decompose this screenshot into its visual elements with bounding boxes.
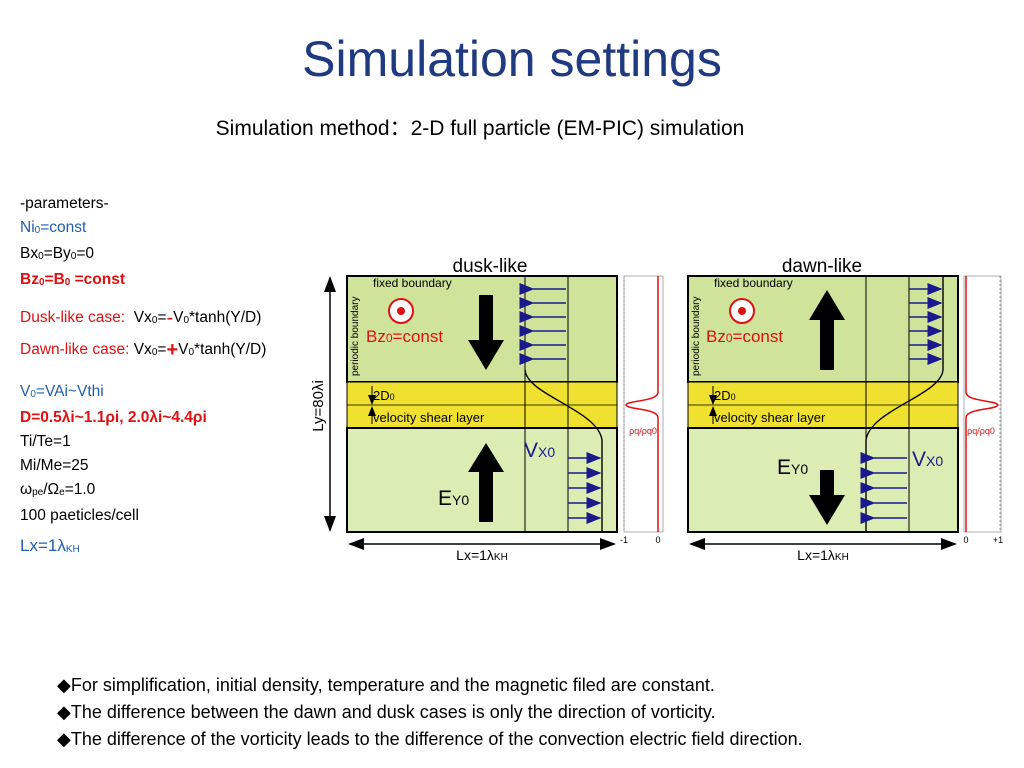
dawn-bz-label: Bz0=const [706,327,783,346]
param-bz: Bz0=B0 =const [20,271,126,288]
param-ni: Ni0=const [20,219,87,236]
dawn-down-arrow-icon [809,470,845,525]
param-bx-by: Bx0=By0=0 [20,245,95,262]
param-ti-te: Ti/Te=1 [20,433,71,450]
dawn-rho-label: ρq/ρq0 [967,426,995,436]
param-particles: 100 paeticles/cell [20,507,139,524]
param-d: D=0.5λi~1.1ρi, 2.0λi~4.4ρi [20,409,207,426]
dawn-shear-label: velocity shear layer [714,410,826,425]
dawn-velocity-profile [865,276,944,532]
dusk-down-arrow-icon [468,295,504,370]
dawn-density-profile [965,276,999,532]
dusk-shear-label: velocity shear layer [373,410,485,425]
parameters-list: -parameters- Ni0=const Bx0=By0=0 Bz0=B0 … [20,192,320,561]
param-dusk-case: Dusk-like case: Vx0=-V0*tanh(Y/D) [20,307,262,329]
dusk-ly-label: Ly=80λi [310,380,327,432]
dawn-title: dawn-like [782,256,862,277]
dusk-axis-left: -1 [620,535,628,545]
dawn-vx-label: VX0 [912,448,943,471]
dawn-velocity-arrows [860,283,943,524]
dusk-bz-label: Bz0=const [366,327,443,346]
dusk-title: dusk-like [453,256,528,277]
dusk-velocity-arrows [519,283,602,524]
dawn-axis-left: 0 [963,535,968,545]
dawn-fixed-boundary: fixed boundary [714,276,793,290]
dusk-2d0: 2D0 [373,388,395,403]
note-item: ◆For simplification, initial density, te… [57,675,715,695]
dusk-panel: dusk-like fixed boundary periodic bounda… [310,256,664,563]
param-mi-me: Mi/Me=25 [20,457,89,474]
dusk-vx-label: VX0 [524,439,555,462]
dusk-lx-label: Lx=1λKH [456,547,508,563]
dusk-ey-label: EY0 [438,487,469,510]
dusk-velocity-profile [524,369,603,532]
slide-subtitle: Simulation method：2-D full particle (EM-… [215,117,745,140]
dusk-density-profile [625,276,659,532]
note-item: ◆The difference of the vorticity leads t… [57,729,803,749]
dawn-panel: dawn-like fixed boundary periodic bounda… [687,256,1003,563]
param-dawn-case: Dawn-like case: Vx0=+V0*tanh(Y/D) [20,339,267,361]
parameters-header: -parameters- [20,195,109,212]
notes-list: ◆For simplification, initial density, te… [57,672,803,753]
param-lx: Lx=1λKH [20,536,80,555]
dawn-ey-label: EY0 [777,456,808,479]
dusk-fixed-boundary: fixed boundary [373,276,452,290]
dawn-up-arrow-icon [809,290,845,370]
dusk-periodic-boundary: periodic boundary [350,297,361,377]
dawn-lx-label: Lx=1λKH [797,547,849,563]
dusk-up-arrow-icon [468,443,504,522]
dusk-rho-label: ρq/ρq0 [629,426,657,436]
dusk-axis-right: 0 [655,535,660,545]
dawn-periodic-boundary: periodic boundary [691,297,702,377]
slide-title: Simulation settings [302,31,722,87]
param-v0: V0=VAi~Vthi [20,383,104,400]
note-item: ◆The difference between the dawn and dus… [57,702,716,722]
dawn-axis-right: +1 [993,535,1003,545]
param-omega: ωpe/Ωe=1.0 [20,481,96,498]
dawn-2d0: 2D0 [714,388,736,403]
